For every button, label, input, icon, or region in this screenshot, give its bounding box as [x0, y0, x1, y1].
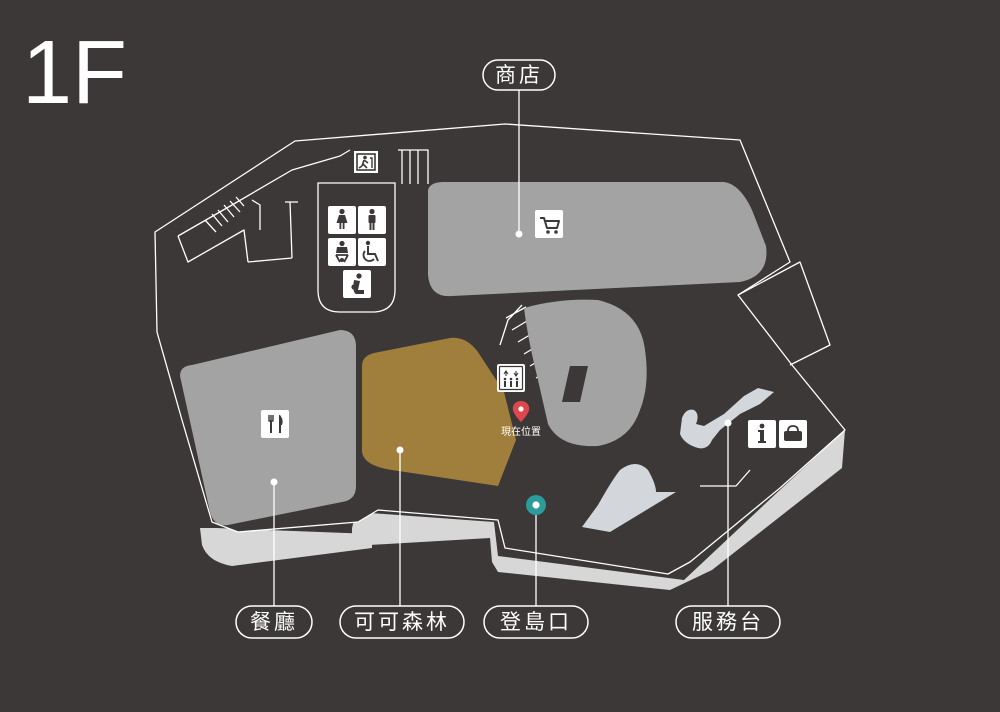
callout-forest[interactable]: 可可森林 — [339, 605, 465, 639]
restaurant-icon — [261, 410, 289, 438]
callout-dining-label: 餐廳 — [250, 610, 298, 634]
callout-boarding[interactable]: 登島口 — [483, 605, 589, 639]
callout-lines — [273, 89, 729, 608]
callout-shop[interactable]: 商店 — [482, 59, 556, 91]
locker-icon — [779, 420, 807, 448]
you-are-here-label: 現在位置 — [501, 425, 541, 438]
callout-dots — [270, 230, 732, 486]
emergency-exit-icon — [354, 151, 378, 173]
baby-changing-icon — [328, 238, 356, 266]
boarding-point-icon — [526, 495, 546, 515]
accessible-toilet-icon — [358, 238, 386, 266]
water-stream — [680, 388, 774, 449]
information-icon — [748, 420, 776, 448]
nursing-room-icon — [343, 270, 371, 298]
water-area — [582, 464, 676, 532]
female-toilet-icon — [328, 206, 356, 234]
callout-shop-label: 商店 — [495, 63, 543, 87]
callout-forest-label: 可可森林 — [354, 610, 450, 634]
interior-walls — [177, 149, 831, 487]
location-pin-icon — [512, 401, 530, 422]
callout-boarding-label: 登島口 — [500, 610, 572, 634]
male-toilet-icon — [358, 206, 386, 234]
stairs — [204, 196, 245, 233]
shopping-cart-icon — [535, 210, 563, 238]
central-zone-notch — [562, 366, 588, 402]
shop-zone — [428, 182, 767, 297]
callout-dining[interactable]: 餐廳 — [235, 605, 313, 639]
callout-service-label: 服務台 — [692, 610, 764, 634]
elevator-icon — [497, 364, 525, 392]
floor-label: 1F — [22, 23, 127, 123]
callout-service[interactable]: 服務台 — [675, 605, 781, 639]
